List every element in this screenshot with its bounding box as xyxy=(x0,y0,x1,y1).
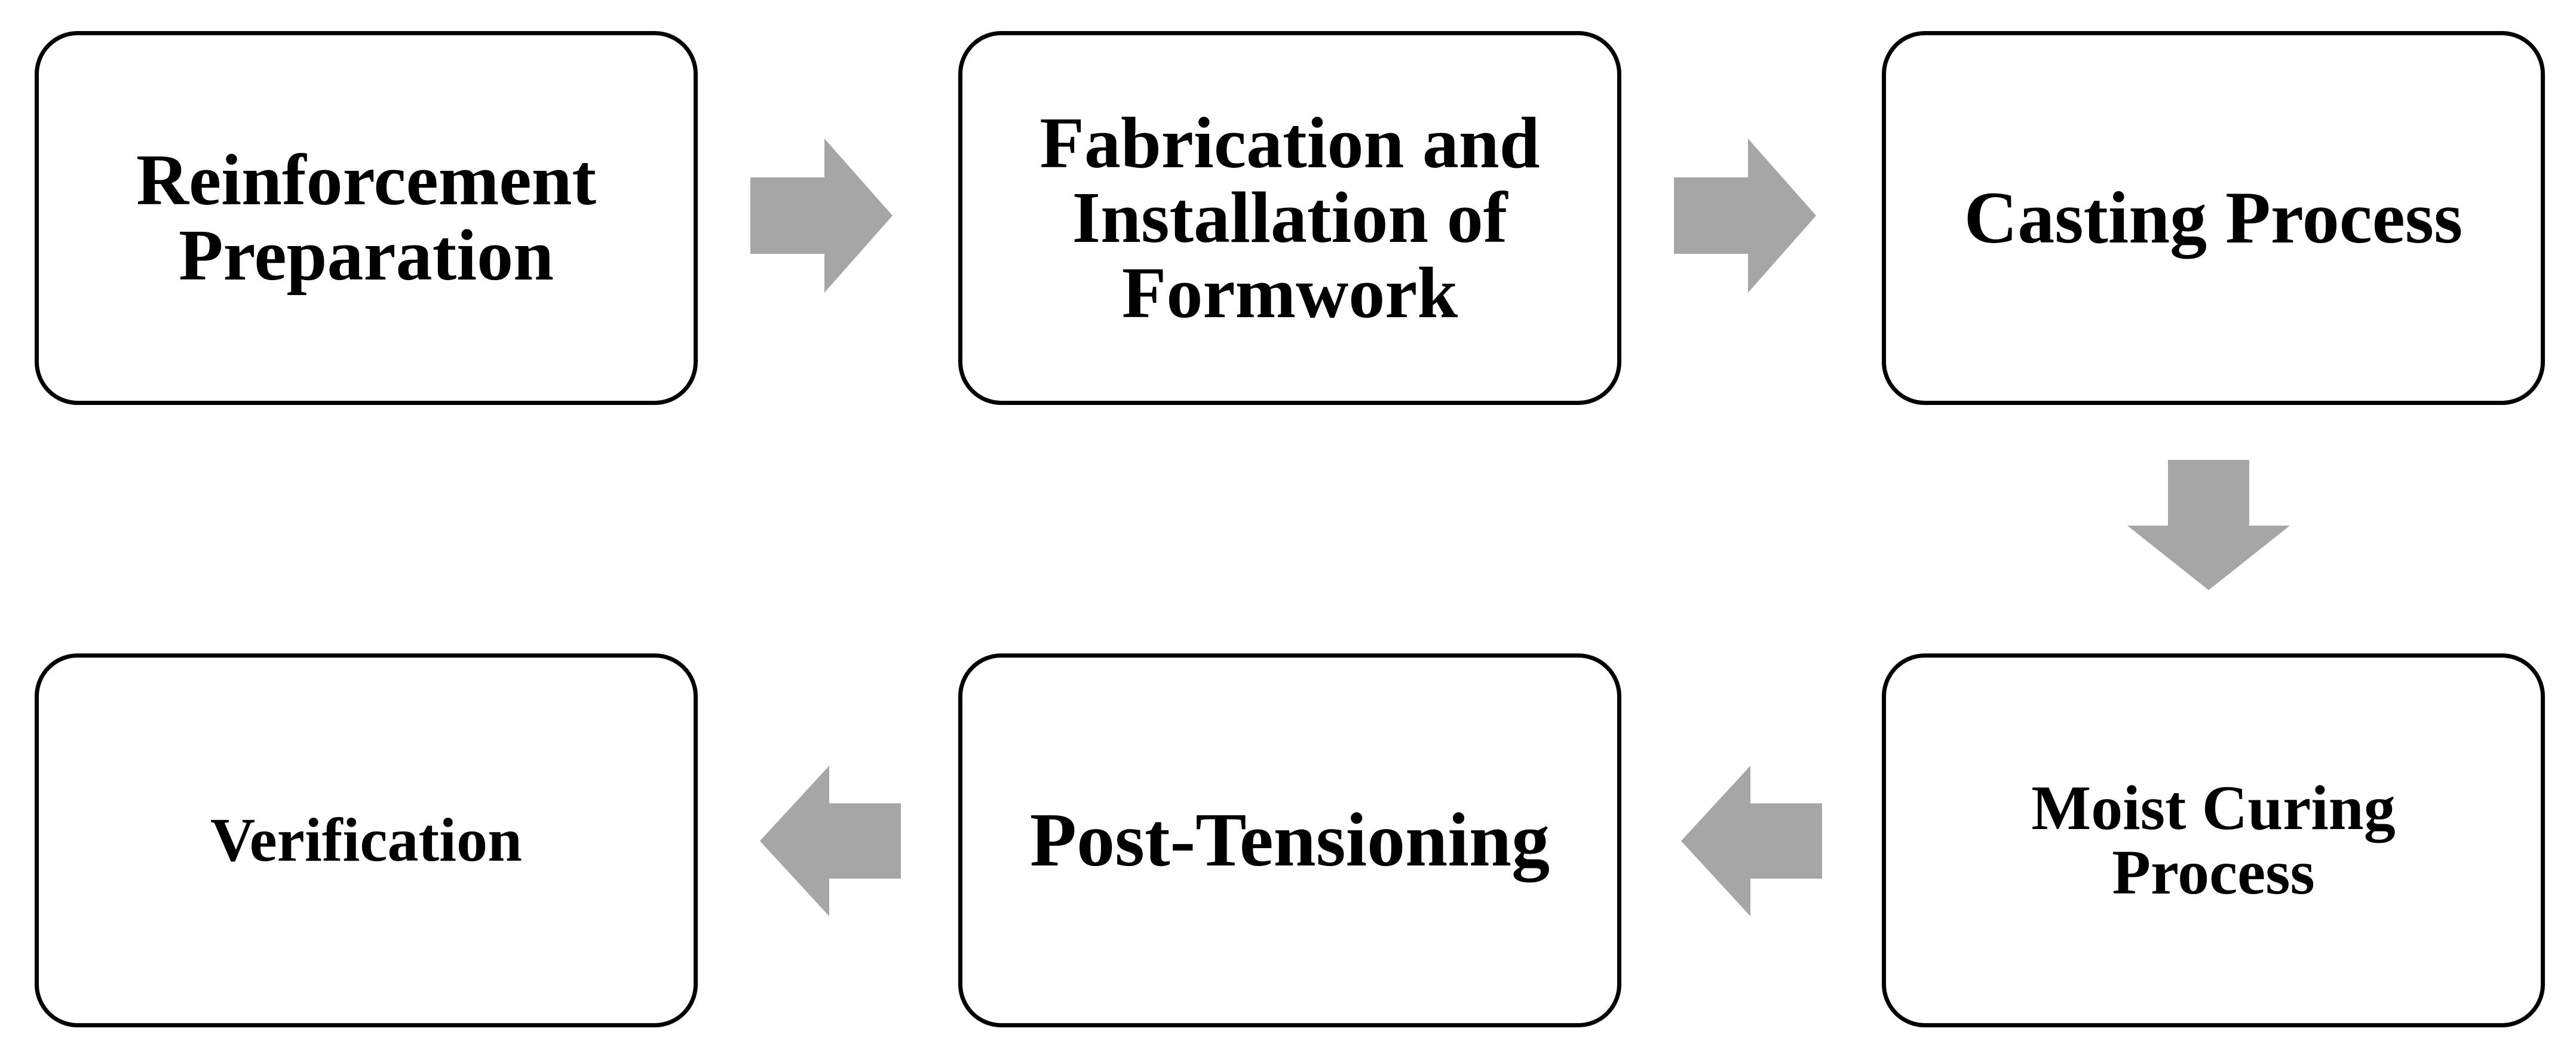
step-fabrication-installation-formwork: Fabrication and Installation of Formwork xyxy=(958,31,1621,405)
step-label: Fabrication and Installation of Formwork xyxy=(1039,102,1540,333)
step-verification: Verification xyxy=(35,653,698,1027)
step-label: Reinforcement Preparation xyxy=(136,140,597,296)
step-post-tensioning: Post-Tensioning xyxy=(958,653,1621,1027)
arrow-left-icon xyxy=(760,766,901,916)
arrow-down-icon xyxy=(2127,460,2290,590)
step-casting-process: Casting Process xyxy=(1882,31,2545,405)
step-moist-curing-process: Moist Curing Process xyxy=(1882,653,2545,1027)
step-label: Moist Curing Process xyxy=(2031,772,2396,907)
step-reinforcement-preparation: Reinforcement Preparation xyxy=(35,31,698,405)
step-label: Verification xyxy=(210,806,522,875)
arrow-right-icon xyxy=(750,139,893,293)
step-label: Casting Process xyxy=(1964,177,2463,259)
step-label: Post-Tensioning xyxy=(1029,797,1550,883)
arrow-left-icon xyxy=(1681,766,1822,916)
arrow-right-icon xyxy=(1674,139,1816,293)
